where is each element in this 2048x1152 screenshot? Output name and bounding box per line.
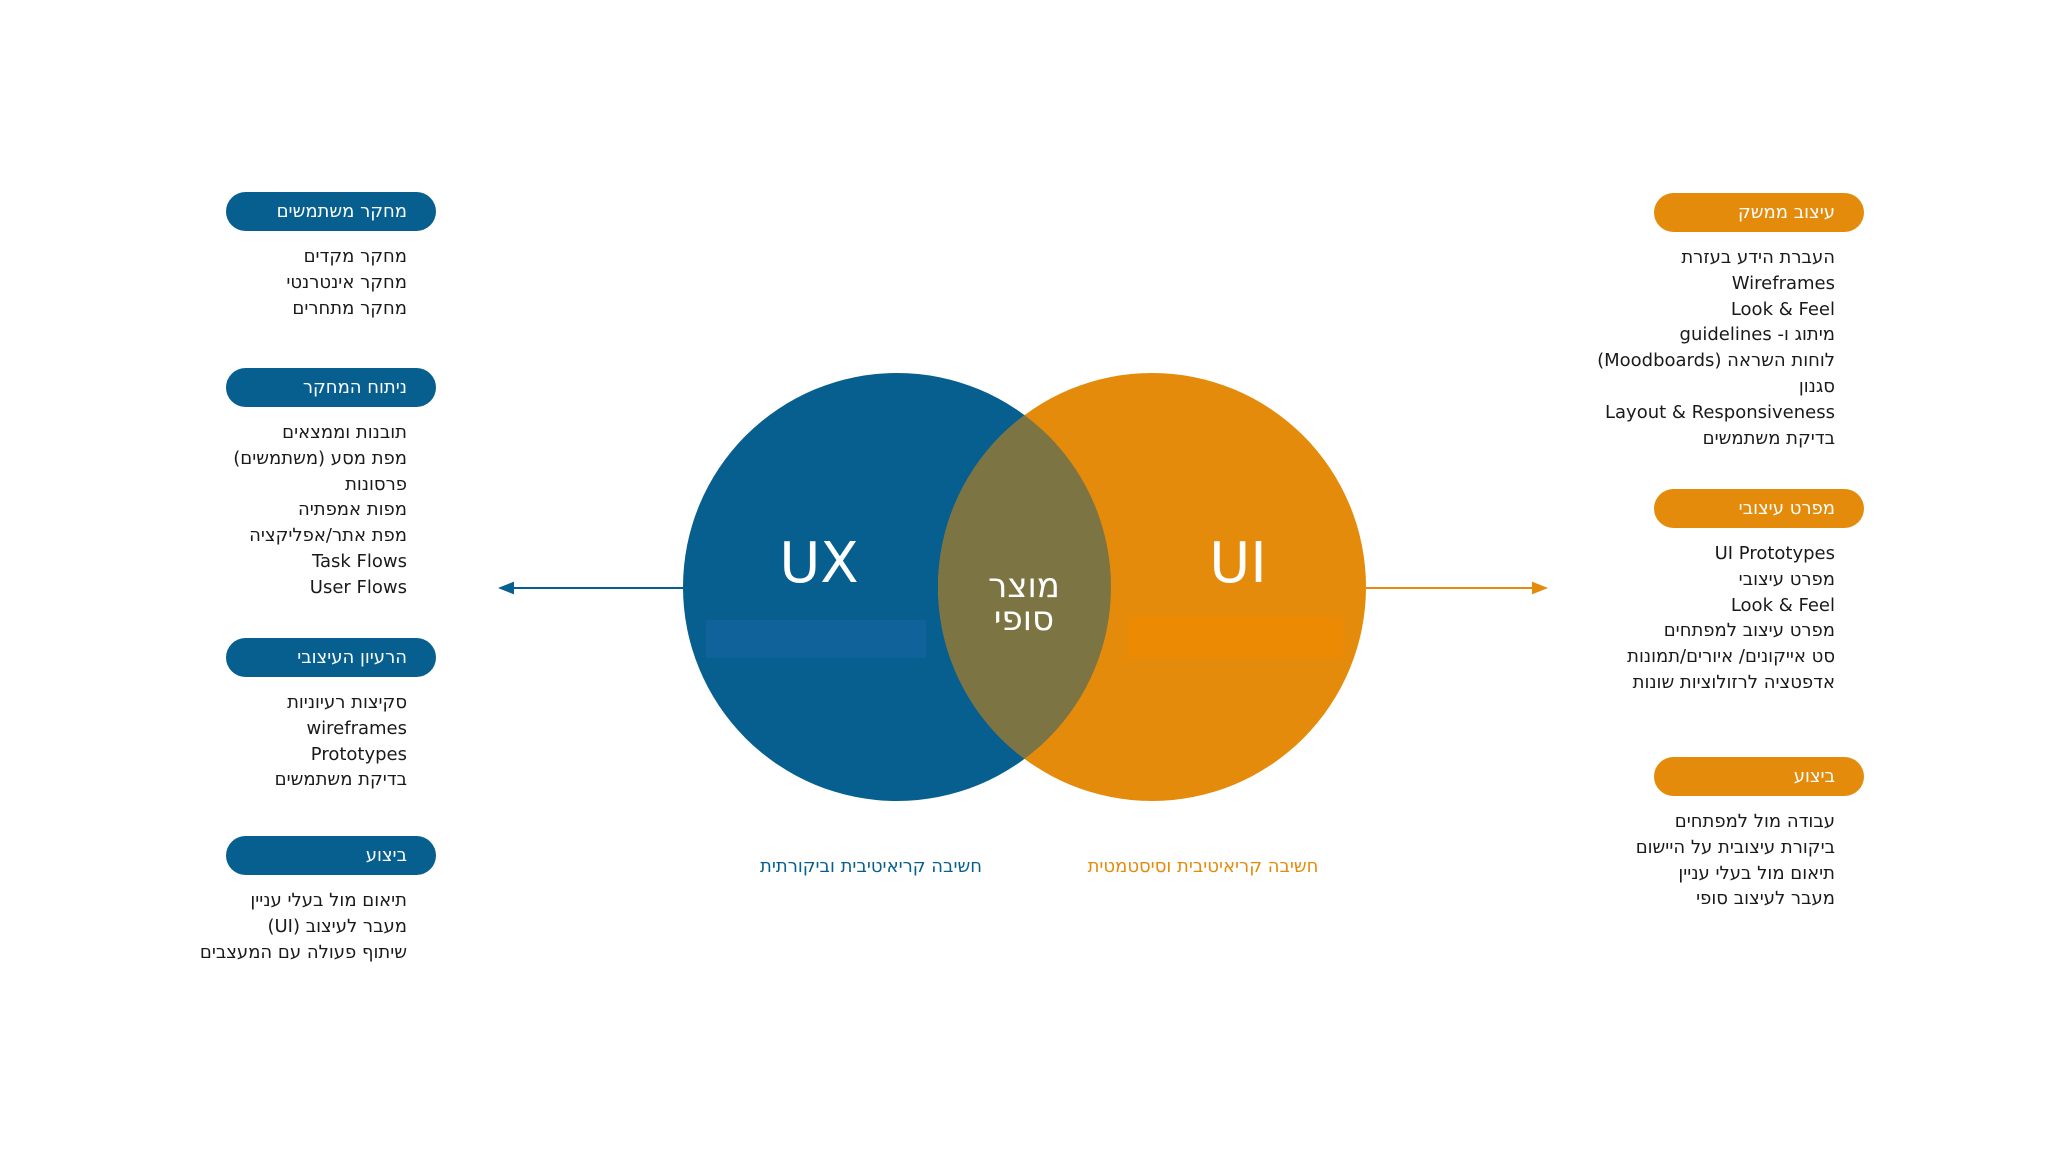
ui-label: UI: [1209, 531, 1267, 596]
ux-group-title: ניתוח המחקר: [226, 368, 436, 407]
list-item: לוחות השראה (Moodboards): [1597, 350, 1835, 372]
ux-group-items: סקיצות רעיוניות wireframes Prototypes בד…: [275, 690, 407, 793]
list-item: שיתוף פעולה עם המעצבים: [199, 941, 407, 963]
overlap-lens: [938, 373, 1111, 801]
list-item: מחקר אינטרנטי: [286, 271, 407, 293]
list-item: Prototypes: [310, 743, 407, 765]
list-item: מפות אמפתיה: [297, 499, 407, 521]
list-item: Look & Feel: [1730, 298, 1835, 320]
ux-label: UX: [779, 531, 858, 596]
list-item: מפת מסע (משתמשים): [233, 447, 407, 469]
list-item: מפת אתר/אפליקציה: [249, 525, 407, 547]
list-item: בדיקת משתמשים: [274, 769, 407, 791]
list-item: תיאום מול בעלי עניין: [1678, 862, 1835, 884]
list-item: User Flows: [309, 576, 407, 598]
list-item: סקיצות רעיוניות: [287, 692, 407, 713]
ux-group-title: ביצוע: [226, 836, 436, 875]
ui-group-design-spec: מפרט עיצובי UI Prototypes מפרט עיצובי Lo…: [1627, 489, 1864, 693]
ux-group-title: מחקר משתמשים: [226, 192, 436, 231]
ui-band: [1128, 616, 1343, 658]
ui-group-interface-design: עיצוב ממשק העברת הידע בעזרת Wireframes L…: [1597, 193, 1864, 449]
list-item: תיאום מול בעלי עניין: [250, 890, 407, 911]
ux-group-items: תובנות וממצאים מפת מסע (משתמשים) פרסונות…: [233, 420, 407, 601]
list-item: Wireframes: [1731, 272, 1835, 294]
ui-group-items: עבודה מול למפתחים ביקורת עיצובית על הייש…: [1636, 809, 1835, 912]
ux-group-title: הרעיון העיצובי: [226, 638, 436, 677]
list-item: wireframes: [306, 717, 407, 739]
overlap-label-line1: מוצר: [988, 566, 1060, 606]
ux-group-design-concept: הרעיון העיצובי סקיצות רעיוניות wireframe…: [226, 638, 436, 790]
ui-group-items: העברת הידע בעזרת Wireframes Look & Feel …: [1597, 245, 1835, 451]
list-item: ביקורת עיצובית על היישום: [1635, 836, 1835, 858]
list-item: Look & Feel: [1730, 594, 1835, 616]
ui-group-title: מפרט עיצובי: [1654, 489, 1864, 528]
ux-group-execution: ביצוע תיאום מול בעלי עניין מעבר לעיצוב (…: [200, 836, 436, 963]
ux-group-user-research: מחקר משתמשים מחקר מקדים מחקר אינטרנטי מח…: [226, 192, 436, 319]
list-item: מפרט עיצובי: [1738, 568, 1835, 590]
ui-group-items: UI Prototypes מפרט עיצובי Look & Feel מפ…: [1627, 541, 1835, 696]
ui-group-execution: ביצוע עבודה מול למפתחים ביקורת עיצובית ע…: [1636, 757, 1864, 909]
ux-group-items: תיאום מול בעלי עניין מעבר לעיצוב (UI) שי…: [200, 888, 407, 965]
list-item: עבודה מול למפתחים: [1674, 811, 1835, 832]
list-item: תובנות וממצאים: [282, 422, 407, 443]
list-item: מחקר מקדים: [303, 246, 407, 267]
list-item: מחקר מתחרים: [292, 297, 407, 319]
list-item: מפרט עיצוב למפתחים: [1663, 620, 1835, 642]
list-item: מעבר לעיצוב סופי: [1696, 888, 1835, 910]
list-item: Task Flows: [311, 550, 407, 572]
ux-band: [706, 620, 926, 658]
overlap-label-line2: סופי: [994, 599, 1054, 639]
ux-caption: חשיבה קריאיטיבית וביקורתית: [760, 856, 982, 877]
ui-caption: חשיבה קריאיטיבית וסיסטמטית: [1087, 856, 1319, 877]
ui-group-title: ביצוע: [1654, 757, 1864, 796]
list-item: סגנון: [1798, 375, 1835, 397]
list-item: העברת הידע בעזרת: [1681, 247, 1835, 268]
list-item: סט אייקונים/ איורים/תמונות: [1627, 646, 1835, 668]
ux-group-research-analysis: ניתוח המחקר תובנות וממצאים מפת מסע (משתמ…: [226, 368, 436, 598]
list-item: מעבר לעיצוב (UI): [267, 915, 407, 937]
list-item: מיתוג ו- guidelines: [1679, 324, 1835, 346]
list-item: בדיקת משתמשים: [1702, 427, 1835, 449]
list-item: אדפטציה לרזולוציות שונות: [1632, 671, 1835, 693]
list-item: Layout & Responsiveness: [1604, 401, 1835, 423]
list-item: UI Prototypes: [1714, 543, 1835, 564]
list-item: פרסונות: [345, 473, 407, 495]
ux-group-items: מחקר מקדים מחקר אינטרנטי מחקר מתחרים: [286, 244, 407, 321]
ui-group-title: עיצוב ממשק: [1654, 193, 1864, 232]
